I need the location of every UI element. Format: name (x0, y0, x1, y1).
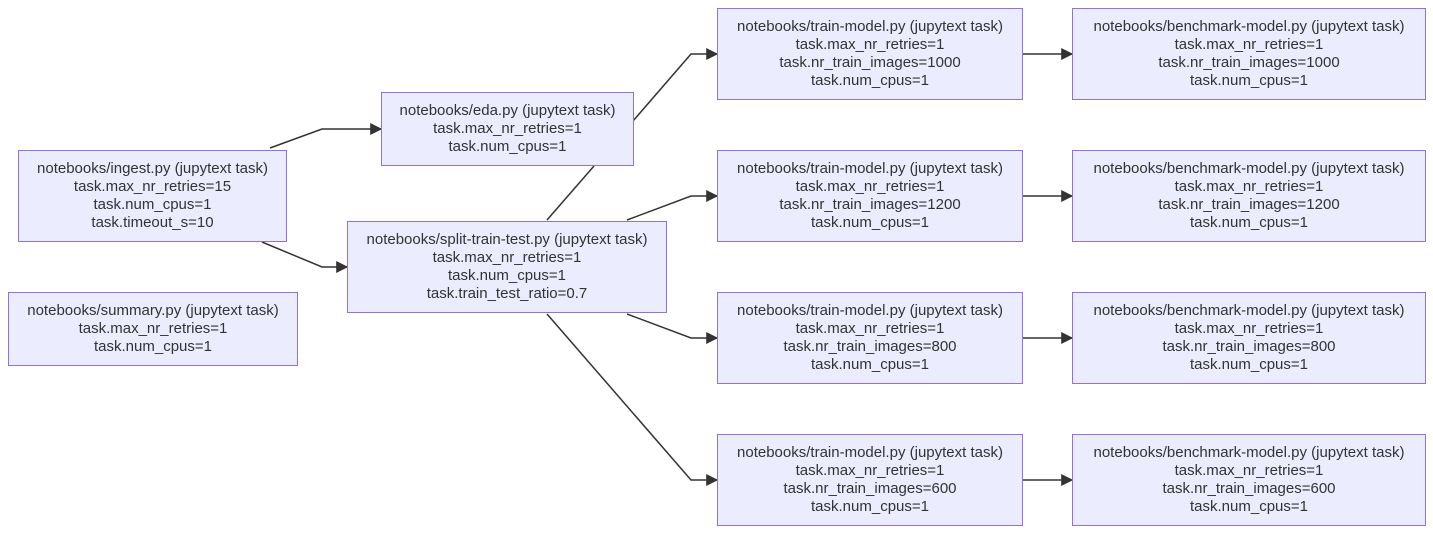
node-train-param: task.nr_train_images=600 (783, 480, 957, 497)
node-train-model-1000: notebooks/train-model.py (jupytext task)… (717, 8, 1023, 100)
node-ingest-title: notebooks/ingest.py (jupytext task) (37, 160, 268, 177)
node-train-title: notebooks/train-model.py (jupytext task) (737, 302, 1003, 319)
node-benchmark-model-1000: notebooks/benchmark-model.py (jupytext t… (1072, 8, 1426, 100)
node-train-param: task.num_cpus=1 (811, 72, 929, 89)
node-split-param: task.num_cpus=1 (448, 267, 566, 284)
node-bench-title: notebooks/benchmark-model.py (jupytext t… (1093, 444, 1405, 461)
node-bench-title: notebooks/benchmark-model.py (jupytext t… (1093, 18, 1405, 35)
node-split-param: task.train_test_ratio=0.7 (426, 285, 588, 302)
edge-split-to-train-1200 (626, 190, 719, 221)
node-train-param: task.num_cpus=1 (811, 498, 929, 515)
node-train-param: task.max_nr_retries=1 (795, 320, 945, 337)
node-bench-param: task.max_nr_retries=1 (1174, 36, 1324, 53)
node-benchmark-model-1200: notebooks/benchmark-model.py (jupytext t… (1072, 150, 1426, 242)
node-train-param: task.nr_train_images=1000 (779, 54, 961, 71)
node-train-param: task.nr_train_images=1200 (779, 196, 961, 213)
node-split-param: task.max_nr_retries=1 (432, 249, 582, 266)
edge-split-to-train-800 (626, 313, 719, 344)
node-train-param: task.max_nr_retries=1 (795, 178, 945, 195)
node-train-param: task.max_nr_retries=1 (795, 36, 945, 53)
edge-eda-to-train-1000 (632, 48, 719, 122)
node-split-train-test: notebooks/split-train-test.py (jupytext … (347, 221, 667, 313)
node-train-param: task.nr_train_images=800 (783, 338, 957, 355)
node-split-title: notebooks/split-train-test.py (jupytext … (366, 231, 648, 248)
node-train-title: notebooks/train-model.py (jupytext task) (737, 18, 1003, 35)
node-bench-param: task.nr_train_images=1200 (1158, 196, 1340, 213)
node-bench-param: task.num_cpus=1 (1190, 356, 1308, 373)
node-train-title: notebooks/train-model.py (jupytext task) (737, 160, 1003, 177)
node-bench-param: task.num_cpus=1 (1190, 214, 1308, 231)
node-train-model-1200: notebooks/train-model.py (jupytext task)… (717, 150, 1023, 242)
node-eda-param: task.max_nr_retries=1 (433, 120, 582, 137)
node-eda: notebooks/eda.py (jupytext task) task.ma… (381, 92, 634, 166)
node-ingest: notebooks/ingest.py (jupytext task) task… (18, 150, 287, 242)
node-train-param: task.num_cpus=1 (811, 356, 929, 373)
edge-split-to-train-600 (546, 313, 719, 486)
node-bench-param: task.max_nr_retries=1 (1174, 178, 1324, 195)
node-ingest-param: task.timeout_s=10 (91, 214, 214, 231)
edge-ingest-to-split (261, 241, 349, 273)
node-train-param: task.num_cpus=1 (811, 214, 929, 231)
node-ingest-param: task.max_nr_retries=15 (73, 178, 232, 195)
node-bench-title: notebooks/benchmark-model.py (jupytext t… (1093, 160, 1405, 177)
node-train-param: task.max_nr_retries=1 (795, 462, 945, 479)
node-bench-param: task.max_nr_retries=1 (1174, 320, 1324, 337)
node-benchmark-model-800: notebooks/benchmark-model.py (jupytext t… (1072, 292, 1426, 384)
node-train-title: notebooks/train-model.py (jupytext task) (737, 444, 1003, 461)
node-bench-param: task.nr_train_images=800 (1162, 338, 1336, 355)
node-benchmark-model-600: notebooks/benchmark-model.py (jupytext t… (1072, 434, 1426, 526)
node-bench-param: task.num_cpus=1 (1190, 72, 1308, 89)
node-bench-param: task.nr_train_images=600 (1162, 480, 1336, 497)
node-eda-title: notebooks/eda.py (jupytext task) (399, 102, 616, 119)
node-bench-param: task.max_nr_retries=1 (1174, 462, 1324, 479)
node-bench-param: task.num_cpus=1 (1190, 498, 1308, 515)
node-eda-param: task.num_cpus=1 (448, 138, 567, 155)
node-ingest-param: task.num_cpus=1 (93, 196, 212, 213)
node-bench-title: notebooks/benchmark-model.py (jupytext t… (1093, 302, 1405, 319)
node-summary: notebooks/summary.py (jupytext task) tas… (8, 292, 298, 366)
node-bench-param: task.nr_train_images=1000 (1158, 54, 1340, 71)
edge-ingest-to-eda (269, 123, 383, 149)
node-train-model-600: notebooks/train-model.py (jupytext task)… (717, 434, 1023, 526)
node-train-model-800: notebooks/train-model.py (jupytext task)… (717, 292, 1023, 384)
node-summary-param: task.num_cpus=1 (94, 338, 212, 355)
edge-split-eda (546, 165, 595, 221)
node-summary-param: task.max_nr_retries=1 (78, 320, 228, 337)
node-summary-title: notebooks/summary.py (jupytext task) (27, 302, 279, 319)
